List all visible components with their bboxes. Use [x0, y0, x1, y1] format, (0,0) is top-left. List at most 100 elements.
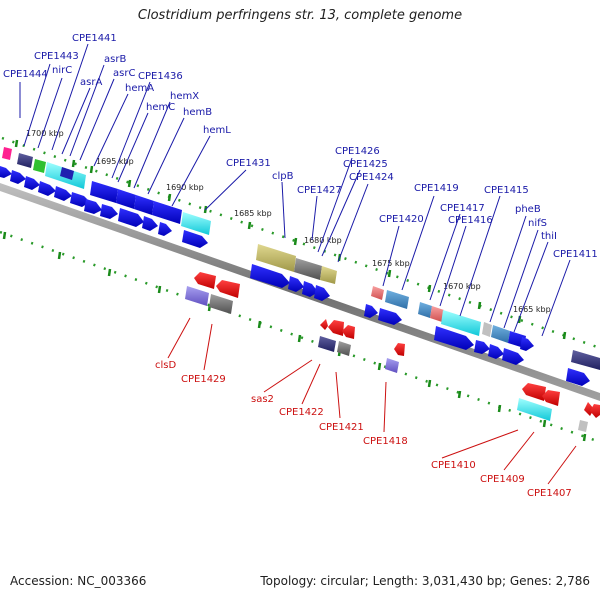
- gene-box[interactable]: [418, 302, 432, 318]
- gene-box[interactable]: [116, 189, 136, 209]
- forward-arrow[interactable]: [364, 304, 378, 318]
- gene-label[interactable]: CPE1410: [431, 460, 476, 471]
- gene-box[interactable]: [318, 336, 336, 352]
- gene-label[interactable]: CPE1422: [279, 407, 324, 418]
- gene-label[interactable]: CPE1416: [448, 215, 493, 226]
- forward-arrow[interactable]: [378, 308, 402, 325]
- gene-label[interactable]: CPE1407: [527, 488, 572, 499]
- genome-summary: Topology: circular; Length: 3,031,430 bp…: [260, 574, 590, 588]
- gene-label[interactable]: nifS: [528, 218, 547, 229]
- forward-arrow[interactable]: [70, 192, 90, 207]
- gene-label[interactable]: asrB: [104, 54, 126, 65]
- accession-text: Accession: NC_003366: [10, 574, 147, 588]
- genome-backbone: [0, 183, 600, 401]
- gene-label[interactable]: clsD: [155, 360, 176, 371]
- gene-label[interactable]: CPE1444: [3, 69, 48, 80]
- forward-arrow[interactable]: [474, 340, 490, 354]
- forward-arrow[interactable]: [38, 181, 56, 196]
- gene-box[interactable]: [337, 341, 351, 356]
- gene-box[interactable]: [371, 286, 384, 300]
- gene-label[interactable]: CPE1441: [72, 33, 117, 44]
- forward-arrow[interactable]: [84, 199, 102, 214]
- forward-arrow[interactable]: [118, 208, 144, 227]
- forward-arrow[interactable]: [24, 176, 40, 190]
- gene-label[interactable]: CPE1417: [440, 203, 485, 214]
- forward-arrow[interactable]: [182, 230, 208, 248]
- gene-label[interactable]: hemC: [146, 102, 175, 113]
- gene-box[interactable]: [385, 290, 409, 309]
- gene-box[interactable]: [134, 195, 154, 215]
- gene-box[interactable]: [185, 286, 209, 306]
- gene-label[interactable]: CPE1415: [484, 185, 529, 196]
- forward-arrow[interactable]: [142, 216, 158, 231]
- gene-box[interactable]: [90, 181, 118, 203]
- forward-arrow[interactable]: [100, 204, 118, 219]
- forward-arrow[interactable]: [434, 326, 474, 350]
- gene-label[interactable]: asrA: [80, 77, 102, 88]
- forward-arrow[interactable]: [0, 166, 12, 178]
- gene-box[interactable]: [256, 244, 296, 272]
- gene-box[interactable]: [482, 322, 492, 337]
- gene-box[interactable]: [320, 266, 337, 284]
- forward-arrow[interactable]: [10, 170, 26, 184]
- gene-label[interactable]: hemL: [203, 125, 231, 136]
- forward-arrow[interactable]: [158, 222, 172, 236]
- forward-arrow[interactable]: [314, 285, 330, 301]
- gene-label[interactable]: CPE1425: [343, 159, 388, 170]
- gene-box[interactable]: [430, 306, 444, 322]
- reverse-arrow[interactable]: [328, 320, 344, 336]
- gene-label[interactable]: CPE1418: [363, 436, 408, 447]
- gene-box[interactable]: [33, 159, 46, 173]
- gene-label[interactable]: nirC: [52, 65, 72, 76]
- gene-box[interactable]: [441, 310, 481, 336]
- gene-box[interactable]: [517, 398, 552, 421]
- gene-label[interactable]: CPE1411: [553, 249, 598, 260]
- reverse-arrow[interactable]: [194, 272, 216, 289]
- gene-box[interactable]: [491, 325, 510, 343]
- gene-box[interactable]: [152, 201, 182, 224]
- gene-box[interactable]: [385, 358, 399, 373]
- gene-label[interactable]: CPE1431: [226, 158, 271, 169]
- gene-label[interactable]: CPE1409: [480, 474, 525, 485]
- gene-box[interactable]: [17, 153, 33, 168]
- reverse-arrow[interactable]: [522, 383, 546, 401]
- forward-arrow[interactable]: [54, 186, 72, 201]
- forward-arrow[interactable]: [250, 264, 290, 288]
- gene-box[interactable]: [60, 167, 74, 180]
- reverse-arrow[interactable]: [216, 280, 240, 298]
- gene-box[interactable]: [181, 212, 211, 235]
- gene-label[interactable]: CPE1420: [379, 214, 424, 225]
- gene-label[interactable]: sas2: [251, 394, 274, 405]
- gene-label[interactable]: CPE1443: [34, 51, 79, 62]
- gene-label[interactable]: pheB: [515, 204, 541, 215]
- forward-arrow[interactable]: [502, 348, 524, 365]
- gene-label[interactable]: CPE1427: [297, 185, 342, 196]
- gene-label[interactable]: hemB: [183, 107, 212, 118]
- forward-arrow[interactable]: [302, 281, 318, 297]
- forward-arrow[interactable]: [288, 276, 304, 292]
- gene-label[interactable]: thiI: [541, 231, 557, 242]
- gene-label[interactable]: CPE1436: [138, 71, 183, 82]
- gene-label[interactable]: hemA: [125, 83, 154, 94]
- gene-label[interactable]: CPE1424: [349, 172, 394, 183]
- gene-box[interactable]: [2, 147, 12, 160]
- reverse-arrow[interactable]: [394, 343, 405, 356]
- forward-arrow[interactable]: [488, 344, 504, 359]
- reverse-arrow[interactable]: [590, 404, 600, 418]
- gene-label[interactable]: hemX: [170, 91, 199, 102]
- gene-box[interactable]: [294, 258, 322, 280]
- reverse-arrow[interactable]: [342, 325, 355, 339]
- gene-label[interactable]: asrC: [113, 68, 135, 79]
- reverse-arrow[interactable]: [320, 319, 328, 330]
- forward-arrow[interactable]: [566, 368, 590, 386]
- reverse-arrow[interactable]: [542, 390, 560, 406]
- gene-label[interactable]: CPE1426: [335, 146, 380, 157]
- gene-box[interactable]: [578, 420, 588, 432]
- gene-box[interactable]: [571, 350, 600, 370]
- gene-box[interactable]: [209, 294, 233, 314]
- gene-label[interactable]: clpB: [272, 171, 294, 182]
- gene-label[interactable]: CPE1421: [319, 422, 364, 433]
- gene-label[interactable]: CPE1429: [181, 374, 226, 385]
- gene-label[interactable]: CPE1419: [414, 183, 459, 194]
- forward-arrow[interactable]: [520, 337, 534, 351]
